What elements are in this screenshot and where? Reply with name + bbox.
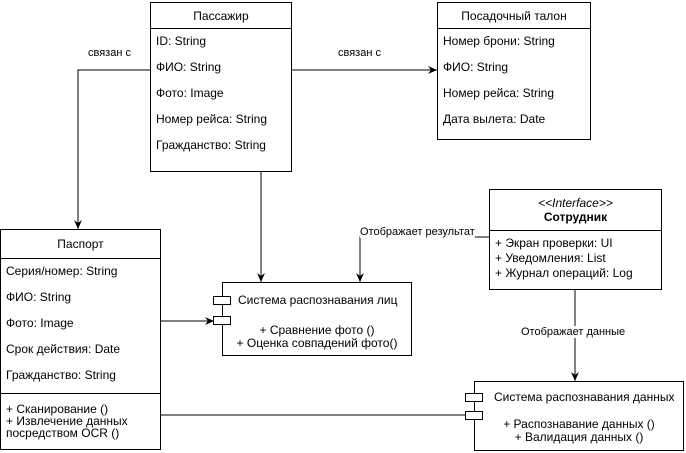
component-data-title: Система распознавания данных — [494, 390, 675, 404]
boarding-attr-flight: Номер рейса: String — [443, 86, 555, 100]
component-face-recognition[interactable]: Система распознавания лиц + Сравнение фо… — [222, 282, 412, 356]
employee-attr-log: + Журнал операций: Log — [495, 266, 633, 280]
edge-passenger-passport — [74, 69, 150, 229]
boarding-attr-departure: Дата вылета: Date — [443, 112, 546, 126]
passenger-attr-flight: Номер рейса: String — [156, 112, 268, 126]
class-passport[interactable]: Паспорт Серия/номер: String ФИО: String … — [0, 229, 161, 450]
passport-attr-name: ФИО: String — [6, 290, 72, 304]
component-face-operations: + Сравнение фото () + Оценка совпадений … — [223, 324, 411, 350]
passport-operations: + Сканирование () + Извлечение данных по… — [6, 403, 128, 439]
class-boarding-pass-title: Посадочный талон — [438, 3, 590, 29]
boarding-attr-booking: Номер брони: String — [443, 34, 555, 48]
class-boarding-pass[interactable]: Посадочный талон Номер брони: String ФИО… — [437, 2, 591, 140]
class-passport-title: Паспорт — [1, 230, 160, 259]
passport-op-extract: + Извлечение данных — [6, 414, 128, 428]
passenger-attr-id: ID: String — [156, 34, 207, 48]
interface-employee-header: <<Interface>> Сотрудник — [490, 190, 661, 231]
passenger-attr-name: ФИО: String — [156, 60, 222, 74]
employee-attr-notifications: + Уведомления: List — [495, 251, 606, 265]
component-port-icon — [465, 411, 483, 420]
passport-attr-series: Серия/номер: String — [6, 264, 118, 278]
passport-attr-citizenship: Гражданство: String — [6, 368, 116, 382]
edge-label-passenger-passport: связан с — [88, 47, 131, 59]
component-face-title: Система распознавания лиц — [238, 293, 398, 307]
data-op-recognize: + Распознавание данных () — [503, 417, 655, 431]
passenger-attr-citizenship: Гражданство: String — [156, 138, 266, 152]
component-port-icon — [213, 316, 231, 325]
interface-stereotype: <<Interface>> — [538, 196, 613, 210]
interface-employee[interactable]: <<Interface>> Сотрудник + Экран проверки… — [489, 189, 662, 290]
component-port-icon — [465, 393, 483, 402]
face-op-score: + Оценка совпадений фото() — [236, 336, 398, 350]
component-data-operations: + Распознавание данных () + Валидация да… — [475, 418, 683, 444]
interface-employee-title: Сотрудник — [543, 210, 608, 224]
boarding-attr-name: ФИО: String — [443, 60, 509, 74]
class-passenger-title: Пассажир — [151, 3, 291, 29]
data-op-validate: + Валидация данных () — [514, 430, 644, 444]
face-op-compare: + Сравнение фото () — [259, 323, 375, 337]
passport-attr-expiry: Срок действия: Date — [6, 342, 121, 356]
passport-divider — [1, 393, 160, 394]
passport-attr-photo: Фото: Image — [6, 316, 74, 330]
edge-label-passenger-boarding: связан с — [338, 47, 381, 59]
edge-label-employee-face: Отображает результат — [360, 226, 475, 238]
passenger-attr-photo: Фото: Image — [156, 86, 224, 100]
edge-employee-face — [356, 236, 489, 282]
edge-label-employee-data: Отображает данные — [521, 326, 626, 338]
class-passenger[interactable]: Пассажир ID: String ФИО: String Фото: Im… — [150, 2, 292, 172]
passport-op-ocr: посредством OCR () — [6, 426, 120, 440]
component-data-recognition[interactable]: Система распознавания данных + Распознав… — [474, 381, 684, 451]
employee-attr-screen: + Экран проверки: UI — [495, 236, 613, 250]
component-port-icon — [213, 296, 231, 305]
passport-op-scan: + Сканирование () — [6, 402, 109, 416]
